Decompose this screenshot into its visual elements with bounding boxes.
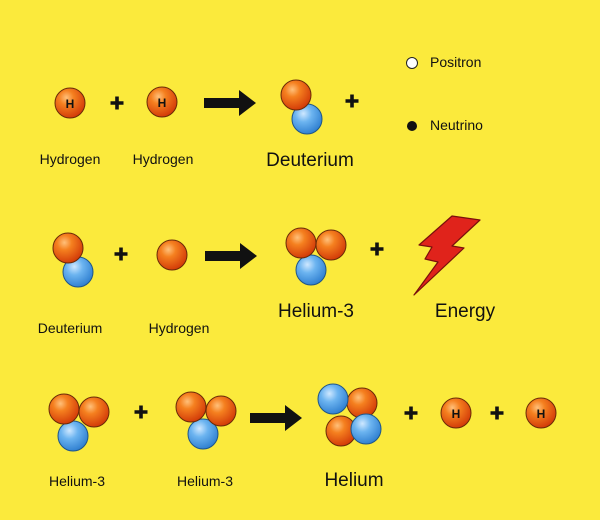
hydrogen-atom — [156, 239, 188, 271]
deuterium-nucleus — [52, 232, 94, 288]
helium-3-nucleus — [285, 227, 347, 286]
proton-symbol: H — [158, 96, 167, 110]
proton-symbol: H — [66, 97, 75, 111]
hydrogen-atom: H — [440, 397, 472, 429]
legend-label-positron: Positron — [430, 54, 482, 70]
label-helium-3: Helium-3 — [277, 301, 355, 322]
legend-label-neutrino: Neutrino — [430, 117, 483, 133]
plus-sign — [110, 96, 124, 110]
label-helium-3: Helium-3 — [48, 473, 106, 489]
label-helium: Helium — [324, 470, 384, 491]
label-deuterium: Deuterium — [37, 320, 103, 336]
plus-sign — [134, 405, 148, 419]
plus-sign — [345, 94, 359, 108]
hydrogen-atom: H — [146, 86, 178, 118]
plus-sign — [490, 406, 504, 420]
label-hydrogen: Hydrogen — [39, 151, 101, 167]
helium-3-nucleus — [48, 393, 110, 452]
deuterium-nucleus — [280, 79, 323, 135]
label-deuterium: Deuterium — [266, 150, 354, 171]
hydrogen-atom: H — [54, 87, 86, 119]
label-hydrogen: Hydrogen — [148, 320, 210, 336]
reaction-arrow — [250, 405, 302, 431]
hydrogen-atom: H — [525, 397, 557, 429]
neutrino-icon — [407, 121, 417, 131]
reaction-arrow — [204, 90, 256, 116]
label-energy: Energy — [434, 301, 496, 322]
label-hydrogen: Hydrogen — [132, 151, 194, 167]
proton-symbol: H — [452, 407, 461, 421]
plus-sign — [370, 242, 384, 256]
plus-sign — [404, 406, 418, 420]
helium-3-nucleus — [175, 391, 237, 450]
proton-symbol: H — [537, 407, 546, 421]
label-helium-3: Helium-3 — [176, 473, 234, 489]
positron-icon — [406, 57, 418, 69]
helium-nucleus — [317, 383, 382, 447]
lightning-bolt-icon — [413, 215, 481, 296]
plus-sign — [114, 247, 128, 261]
reaction-arrow — [205, 243, 257, 269]
